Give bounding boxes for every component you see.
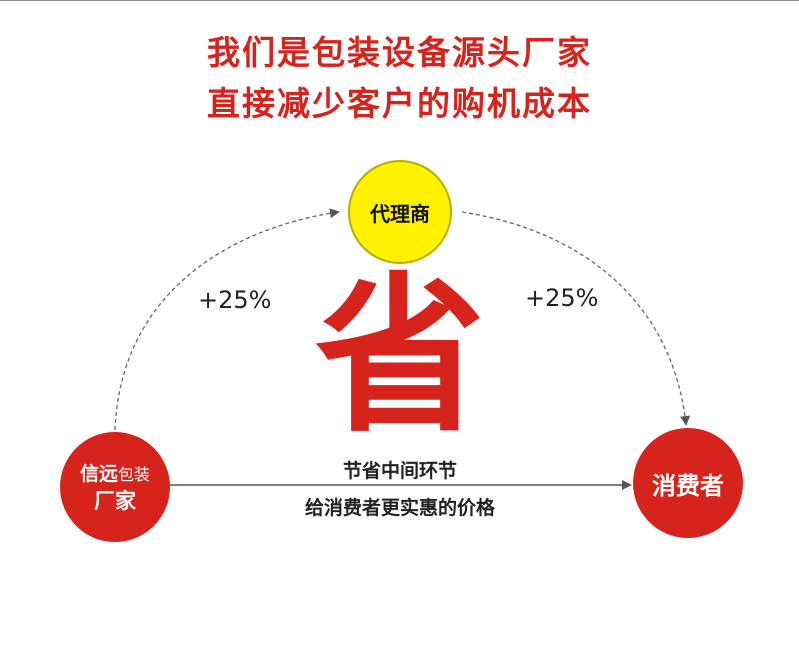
factory-label-line-1: 信远包装: [80, 461, 150, 488]
consumer-label: 消费者: [652, 471, 724, 500]
agent-label: 代理商: [370, 201, 430, 226]
caption-line-1: 节省中间环节: [342, 460, 457, 482]
factory-label-line-2: 厂家: [94, 488, 136, 513]
factory-brand: 信远: [79, 462, 118, 485]
top-border-line: [0, 0, 799, 1]
caption-line-2: 给消费者更实惠的价格: [304, 497, 495, 519]
factory-brand-suffix: 包装: [118, 464, 151, 484]
consumer-node: 消费者: [633, 428, 743, 538]
markup-left: +25%: [198, 286, 272, 314]
save-character: 省: [314, 258, 485, 456]
markup-right: +25%: [525, 284, 599, 312]
headline-line-2: 直接减少客户的购机成本: [207, 84, 592, 123]
headline-line-1: 我们是包装设备源头厂家: [207, 33, 592, 72]
factory-node: 信远包装 厂家: [60, 432, 170, 542]
arc-factory-to-agent: [114, 208, 340, 431]
agent-node: 代理商: [348, 160, 452, 264]
arc-agent-to-consumer: [461, 211, 691, 426]
